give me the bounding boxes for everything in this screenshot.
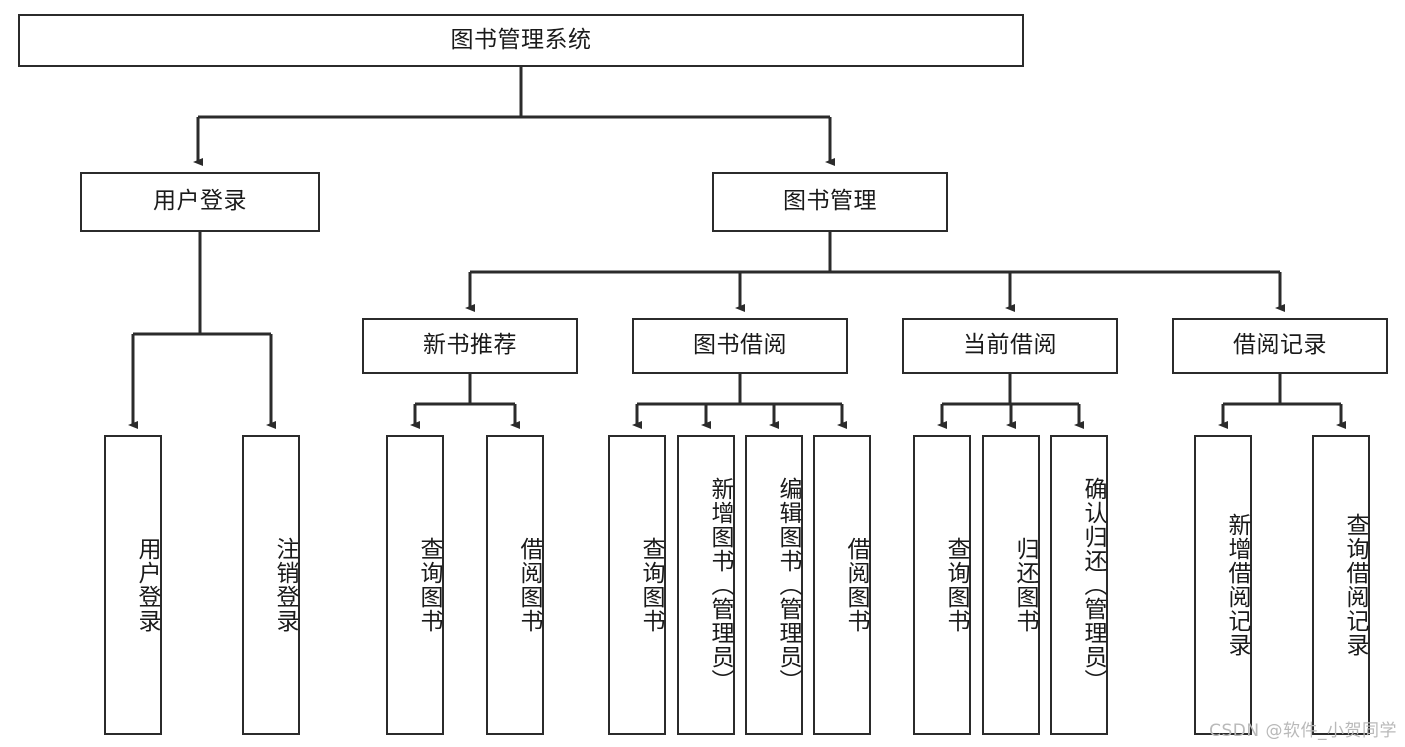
node-new-book-recommend-label: 新书推荐 bbox=[423, 332, 517, 359]
node-book-borrow[interactable]: 图书借阅 bbox=[632, 318, 848, 374]
leaf-query-book-borrow[interactable]: 查询图书 bbox=[608, 435, 666, 735]
leaf-edit-book-admin-label: 编辑图书（管理员） bbox=[775, 477, 801, 693]
node-current-borrow[interactable]: 当前借阅 bbox=[902, 318, 1118, 374]
node-book-management[interactable]: 图书管理 bbox=[712, 172, 948, 232]
leaf-logout[interactable]: 注销登录 bbox=[242, 435, 300, 735]
node-borrow-record-label: 借阅记录 bbox=[1233, 332, 1327, 359]
leaf-borrow-book[interactable]: 借阅图书 bbox=[813, 435, 871, 735]
node-borrow-record[interactable]: 借阅记录 bbox=[1172, 318, 1388, 374]
leaf-user-login[interactable]: 用户登录 bbox=[104, 435, 162, 735]
node-new-book-recommend[interactable]: 新书推荐 bbox=[362, 318, 578, 374]
leaf-borrow-book-label: 借阅图书 bbox=[843, 537, 869, 633]
leaf-confirm-return-admin[interactable]: 确认归还（管理员） bbox=[1050, 435, 1108, 735]
node-user-login-label: 用户登录 bbox=[153, 188, 247, 215]
leaf-query-book-newbook[interactable]: 查询图书 bbox=[386, 435, 444, 735]
leaf-query-book-borrow-label: 查询图书 bbox=[638, 537, 664, 633]
leaf-query-borrow-record-label: 查询借阅记录 bbox=[1342, 513, 1368, 657]
leaf-query-book-newbook-label: 查询图书 bbox=[416, 537, 442, 633]
leaf-add-book-admin[interactable]: 新增图书（管理员） bbox=[677, 435, 735, 735]
leaf-edit-book-admin[interactable]: 编辑图书（管理员） bbox=[745, 435, 803, 735]
leaf-logout-label: 注销登录 bbox=[272, 537, 298, 633]
leaf-borrow-book-newbook-label: 借阅图书 bbox=[516, 537, 542, 633]
leaf-add-borrow-record-label: 新增借阅记录 bbox=[1224, 513, 1250, 657]
leaf-return-book[interactable]: 归还图书 bbox=[982, 435, 1040, 735]
node-root[interactable]: 图书管理系统 bbox=[18, 14, 1024, 67]
leaf-return-book-label: 归还图书 bbox=[1012, 537, 1038, 633]
node-book-management-label: 图书管理 bbox=[783, 188, 877, 215]
leaf-borrow-book-newbook[interactable]: 借阅图书 bbox=[486, 435, 544, 735]
node-book-borrow-label: 图书借阅 bbox=[693, 332, 787, 359]
node-root-label: 图书管理系统 bbox=[450, 26, 592, 53]
leaf-confirm-return-admin-label: 确认归还（管理员） bbox=[1080, 477, 1106, 693]
leaf-query-book-current[interactable]: 查询图书 bbox=[913, 435, 971, 735]
leaf-add-book-admin-label: 新增图书（管理员） bbox=[707, 477, 733, 693]
leaf-query-book-current-label: 查询图书 bbox=[943, 537, 969, 633]
leaf-user-login-label: 用户登录 bbox=[134, 537, 160, 633]
leaf-query-borrow-record[interactable]: 查询借阅记录 bbox=[1312, 435, 1370, 735]
node-current-borrow-label: 当前借阅 bbox=[963, 332, 1057, 359]
node-user-login[interactable]: 用户登录 bbox=[80, 172, 320, 232]
leaf-add-borrow-record[interactable]: 新增借阅记录 bbox=[1194, 435, 1252, 735]
